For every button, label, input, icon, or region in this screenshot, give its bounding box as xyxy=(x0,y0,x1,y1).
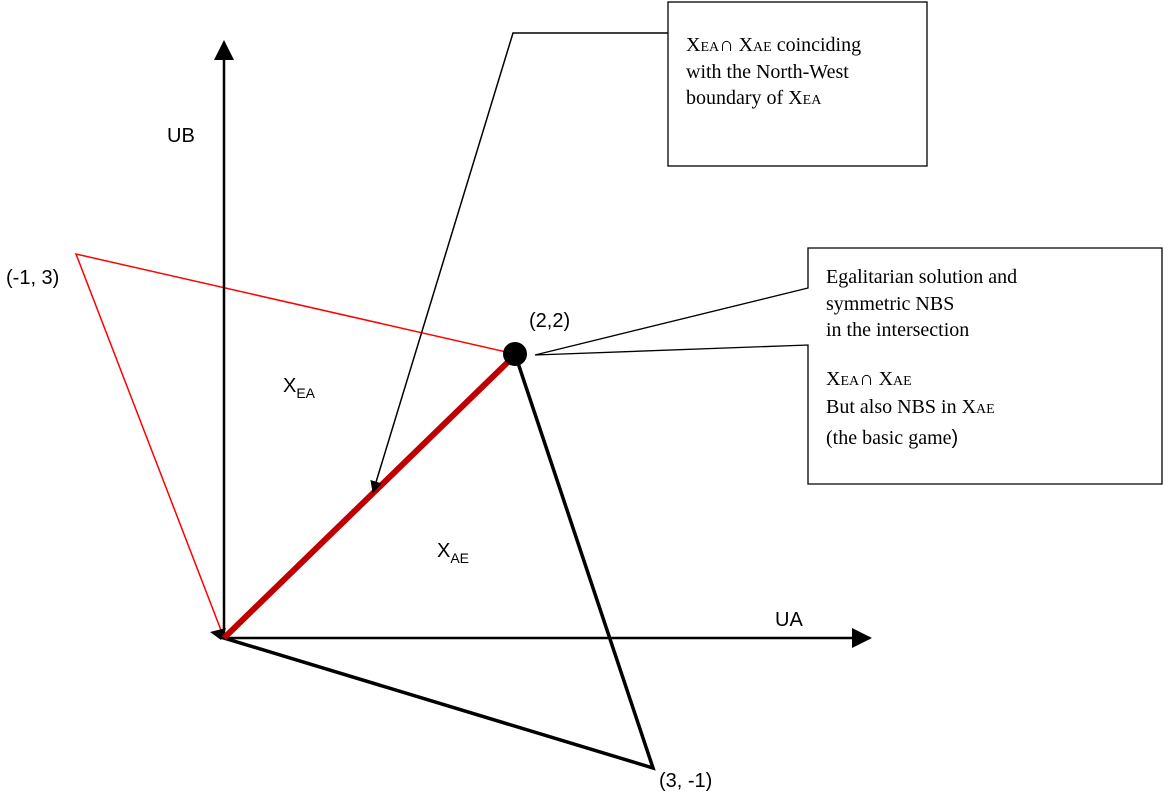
callout-right-line-3: in the intersection xyxy=(826,319,969,341)
point-2-2-marker xyxy=(503,342,527,366)
callout-right-line-2: symmetric NBS xyxy=(826,293,954,315)
point-label-neg1-3: (-1, 3) xyxy=(6,267,59,289)
point-label-2-2: (2,2) xyxy=(529,310,570,332)
region-label-xea: XEA xyxy=(283,375,316,401)
region-label-xae: XAE xyxy=(437,540,469,566)
x-axis-label: UA xyxy=(775,609,803,631)
callout-right-line-6: (the basic game) xyxy=(826,427,958,449)
callout-top-line-2: with the North-West xyxy=(686,61,849,83)
region-xea-triangle xyxy=(74,252,517,640)
callout-right-line-1: Egalitarian solution and xyxy=(826,266,1017,288)
callout-top-box xyxy=(667,1,928,167)
callout-top-line-3: boundary of XEA xyxy=(686,87,822,109)
callout-right-line-5: But also NBS in XAE xyxy=(826,396,995,418)
callout-right-box xyxy=(534,247,1163,485)
point-label-3-neg1: (3, -1) xyxy=(659,770,712,792)
callout-top-leader xyxy=(370,32,668,494)
origin-arrow-icon xyxy=(210,628,226,640)
y-axis-label: UB xyxy=(167,125,195,147)
callout-right-line-4: XEA∩ XAE xyxy=(826,368,912,390)
intersection-boundary-line xyxy=(221,357,513,641)
callout-top-line-1: XEA∩ XAE coinciding xyxy=(686,34,861,56)
